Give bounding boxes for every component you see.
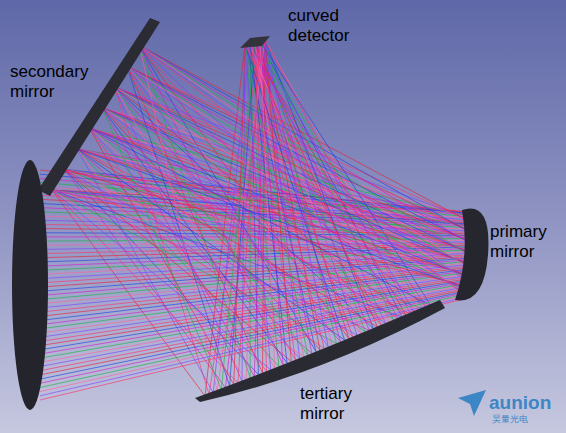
part-label: secondary mirror xyxy=(10,62,105,102)
watermark: 昊量光电 xyxy=(492,414,552,425)
logo-icon xyxy=(458,390,486,416)
part-label: tertiary mirror xyxy=(300,384,380,424)
entrance-aperture xyxy=(12,160,48,410)
part-label: curved detector xyxy=(288,6,378,46)
secondary-mirror xyxy=(38,18,160,196)
curved-detector xyxy=(240,36,270,48)
primary-mirror xyxy=(455,208,488,300)
part-label: primary mirror xyxy=(490,222,562,262)
watermark: aunion xyxy=(489,392,559,414)
